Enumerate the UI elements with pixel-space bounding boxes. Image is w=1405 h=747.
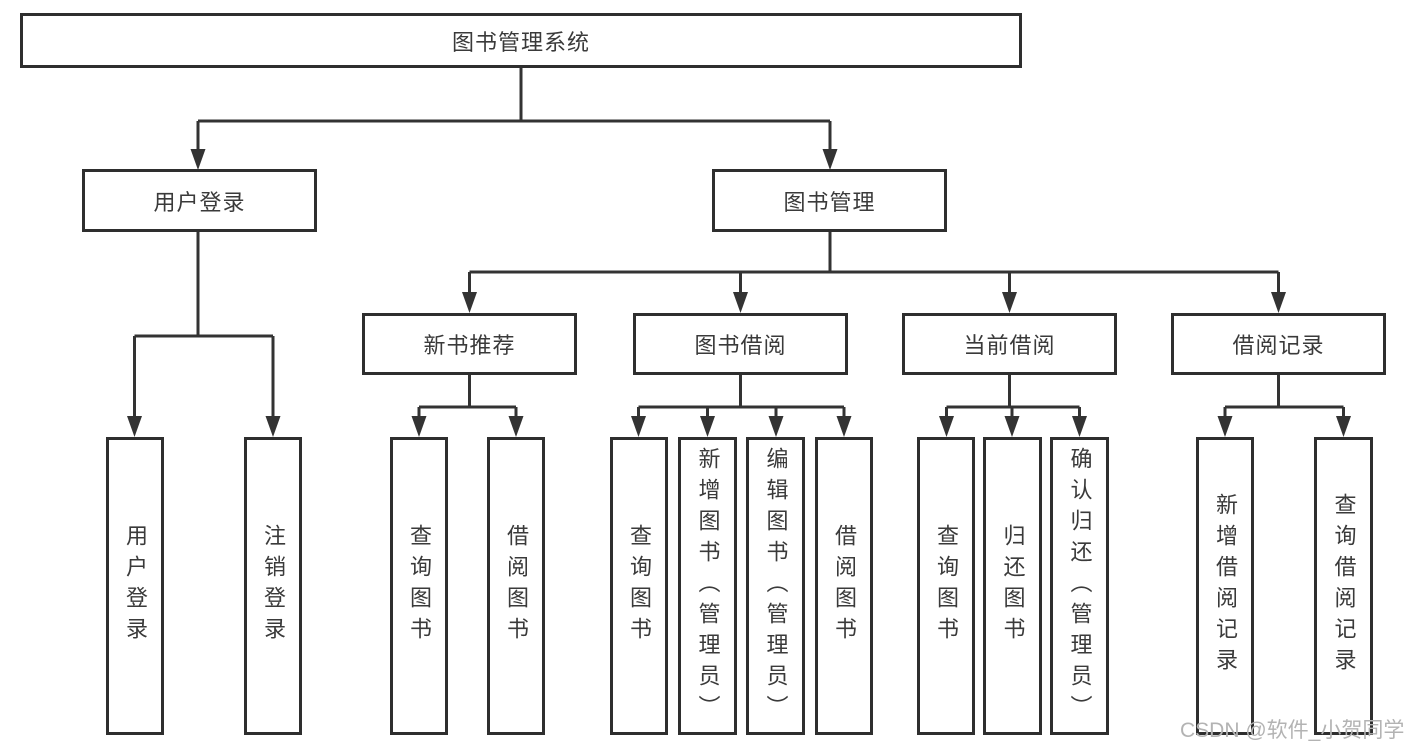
arrowhead bbox=[1004, 416, 1020, 437]
node-book-borrowing: 图书借阅 bbox=[633, 313, 848, 375]
arrowhead bbox=[631, 416, 646, 437]
leaf-current-confirm-return-admin: 确认归还（管理员） bbox=[1050, 437, 1109, 735]
arrowhead bbox=[836, 416, 852, 437]
connector-book-borrowing-to-leaves bbox=[631, 375, 852, 437]
arrowhead bbox=[265, 416, 281, 437]
arrowhead bbox=[411, 416, 427, 437]
connector-current-borrowing-to-leaves bbox=[939, 375, 1087, 437]
leaf-current-query-books: 查询图书 bbox=[917, 437, 975, 735]
leaf-borrow-add-books-admin: 新增图书（管理员） bbox=[678, 437, 737, 735]
connector-root-to-level2 bbox=[190, 68, 838, 170]
node-user-login: 用户登录 bbox=[82, 169, 317, 232]
leaf-borrow-edit-books-admin: 编辑图书（管理员） bbox=[746, 437, 805, 735]
csdn-watermark: CSDN @软件_小贺同学 bbox=[1180, 719, 1405, 742]
leaf-recommend-query-books: 查询图书 bbox=[390, 437, 448, 735]
arrowhead bbox=[1217, 416, 1233, 437]
leaf-borrow-query-books: 查询图书 bbox=[610, 437, 668, 735]
connector-book-management-to-level3 bbox=[462, 232, 1286, 313]
arrowhead bbox=[1271, 292, 1286, 313]
node-book-management: 图书管理 bbox=[712, 169, 947, 232]
arrowhead bbox=[1002, 292, 1017, 313]
leaf-current-return-books: 归还图书 bbox=[983, 437, 1042, 735]
connector-borrowing-records-to-leaves bbox=[1217, 375, 1351, 437]
leaf-records-query-record: 查询借阅记录 bbox=[1314, 437, 1373, 735]
connector-user-login-to-leaves bbox=[127, 232, 281, 437]
leaf-user-login: 用户登录 bbox=[106, 437, 164, 735]
arrowhead bbox=[1072, 416, 1087, 437]
node-current-borrowing: 当前借阅 bbox=[902, 313, 1117, 375]
arrowhead bbox=[508, 416, 524, 437]
leaf-logout: 注销登录 bbox=[244, 437, 302, 735]
leaf-borrow-borrow-books: 借阅图书 bbox=[815, 437, 873, 735]
arrowhead bbox=[733, 292, 748, 313]
arrowhead bbox=[939, 416, 954, 437]
arrowhead bbox=[700, 416, 715, 437]
leaf-records-add-record: 新增借阅记录 bbox=[1196, 437, 1254, 735]
arrowhead bbox=[190, 149, 206, 170]
arrowhead bbox=[822, 149, 838, 170]
node-new-book-recommendation: 新书推荐 bbox=[362, 313, 577, 375]
node-borrowing-records: 借阅记录 bbox=[1171, 313, 1386, 375]
connector-new-book-to-leaves bbox=[411, 375, 524, 437]
arrowhead bbox=[768, 416, 784, 437]
node-root: 图书管理系统 bbox=[20, 13, 1022, 68]
leaf-recommend-borrow-books: 借阅图书 bbox=[487, 437, 545, 735]
arrowhead bbox=[1336, 416, 1351, 437]
arrowhead bbox=[127, 416, 142, 437]
arrowhead bbox=[462, 292, 477, 313]
